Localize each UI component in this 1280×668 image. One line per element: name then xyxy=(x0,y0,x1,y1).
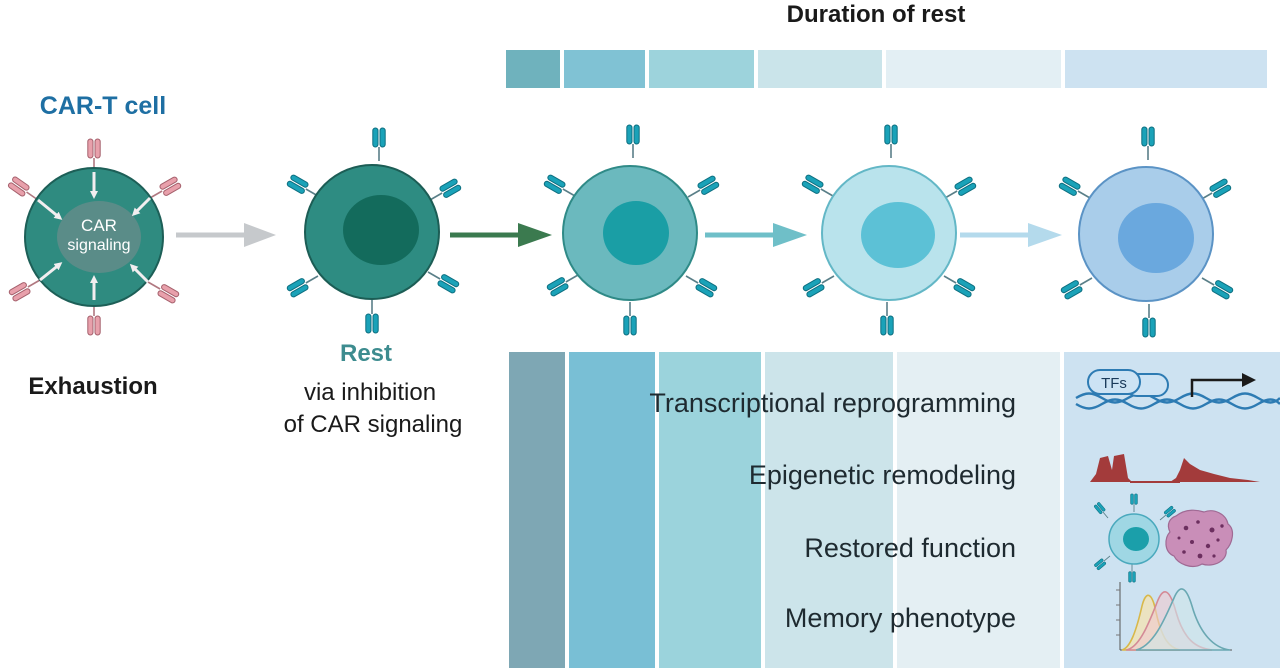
rested-cell-nucleus xyxy=(343,195,419,265)
epigenetic-peaks-icon xyxy=(1074,454,1260,483)
recovering-cell-stage-3 xyxy=(1057,126,1235,338)
transition-arrow-1 xyxy=(176,223,276,247)
tf-label: TFs xyxy=(1101,375,1127,392)
outcome-restored-function: Restored function xyxy=(804,533,1016,563)
transition-arrow-4 xyxy=(960,223,1062,247)
tf-bubble xyxy=(1087,369,1141,395)
car-receptor-icon xyxy=(879,301,895,336)
memory-histogram-icon xyxy=(1116,582,1232,651)
car-receptor-icon xyxy=(1142,303,1156,338)
car-receptor-icon xyxy=(684,174,721,204)
duration-segment-1 xyxy=(506,50,560,88)
transition-arrow-3 xyxy=(705,223,807,247)
duration-of-rest-title: Duration of rest xyxy=(787,1,966,28)
stage3-cell-nucleus xyxy=(1118,203,1194,273)
duration-segment-3 xyxy=(649,50,754,88)
transcription-start-arrow xyxy=(1190,378,1244,397)
car-receptor-icon xyxy=(424,265,461,295)
car-receptor-icon xyxy=(1198,271,1235,301)
stage2-cell-nucleus xyxy=(861,202,935,268)
exhausted-car-t-cell: CAR signaling xyxy=(6,138,183,336)
recovering-cell-stage-2 xyxy=(800,124,978,336)
rest-caption-line2: of CAR signaling xyxy=(284,411,463,438)
transition-arrow-2 xyxy=(450,223,552,247)
car-receptor-icon xyxy=(625,124,641,159)
car-receptor-icon xyxy=(285,269,322,299)
outcome-memory-phenotype: Memory phenotype xyxy=(785,603,1016,633)
dna-tf-icon: TFs xyxy=(1075,369,1280,410)
outcome-column-2 xyxy=(569,352,655,668)
car-receptor-icon xyxy=(622,301,638,336)
signaling-arrows xyxy=(37,172,152,300)
rest-caption-line1: via inhibition xyxy=(304,379,436,406)
outcome-labels: Transcriptional reprogramming Epigenetic… xyxy=(649,388,1016,633)
car-receptor-icon xyxy=(801,269,838,299)
car-receptor-icon xyxy=(364,299,380,334)
duration-segment-4 xyxy=(758,50,882,88)
rested-car-t-cell xyxy=(285,127,463,334)
outcome-column-3 xyxy=(659,352,761,668)
car-receptor-icon xyxy=(682,269,719,299)
exhaustion-caption: Exhaustion xyxy=(28,373,157,400)
car-receptor-icon xyxy=(371,127,387,162)
car-receptor-icon xyxy=(144,275,181,305)
rest-title: Rest xyxy=(340,340,392,367)
duration-segment-6 xyxy=(1065,50,1267,88)
car-receptor-icon xyxy=(1141,126,1155,161)
car-receptor-icon xyxy=(940,269,977,299)
recovering-cell-stage-1 xyxy=(542,124,721,336)
outcome-column-4 xyxy=(765,352,893,668)
nucleus-label-line2: signaling xyxy=(67,237,130,254)
outcome-column-5 xyxy=(897,352,1060,668)
duration-segment-2 xyxy=(564,50,645,88)
outcome-column-1 xyxy=(509,352,565,668)
duration-segment-5 xyxy=(886,50,1061,88)
car-receptor-icon xyxy=(883,124,899,159)
nucleus-label-line1: CAR xyxy=(81,216,117,235)
outcome-transcriptional-reprogramming: Transcriptional reprogramming xyxy=(649,388,1016,418)
outcome-epigenetic-remodeling: Epigenetic remodeling xyxy=(749,460,1016,490)
duration-gradient-bar xyxy=(506,50,1267,88)
car-t-cell-title: CAR-T cell xyxy=(40,92,166,120)
outcome-gradient-panel xyxy=(509,352,1280,668)
car-receptor-icon xyxy=(800,173,837,203)
exhausted-cell-nucleus xyxy=(57,201,141,273)
car-receptor-icon xyxy=(1059,271,1096,301)
stage1-cell-nucleus xyxy=(603,201,669,265)
tumor-killing-icon xyxy=(1093,493,1234,583)
